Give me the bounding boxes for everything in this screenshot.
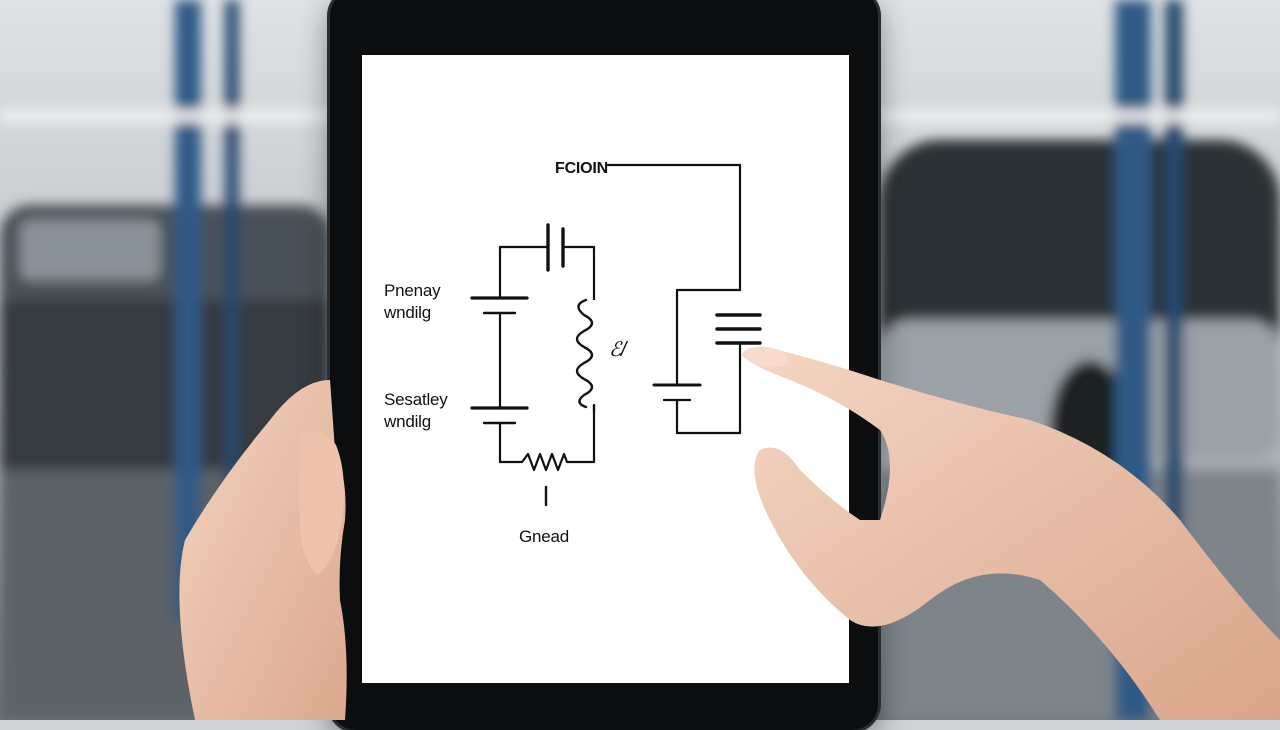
secondary-winding-label-line2: wndilg xyxy=(384,412,431,431)
capacitor-icon xyxy=(546,223,565,272)
top-label: FCIOIN xyxy=(555,160,609,177)
primary-winding-label-line2: wndilg xyxy=(384,303,431,322)
primary-winding-label-line1: Pnenay xyxy=(384,281,441,300)
inductor-icon xyxy=(575,298,594,409)
resistor-icon xyxy=(521,452,569,472)
battery-icon xyxy=(470,296,529,315)
battery-icon xyxy=(470,406,529,425)
battery-icon xyxy=(715,313,762,345)
lift-post-left xyxy=(175,0,201,620)
battery-icon xyxy=(652,383,702,402)
secondary-winding-label-line1: Sesatley xyxy=(384,390,448,409)
middle-symbol: ℰ/ xyxy=(609,339,627,361)
circuit-diagram xyxy=(470,163,762,507)
lift-post-right xyxy=(1115,0,1151,720)
ground-label: Gnead xyxy=(519,527,570,546)
